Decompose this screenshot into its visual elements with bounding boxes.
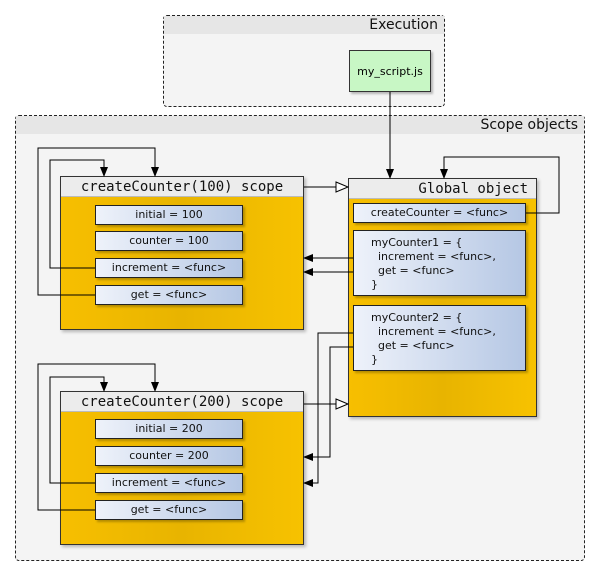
scope2-counter: counter = 200 xyxy=(95,446,243,466)
global-my-counter2: myCounter2 = { increment = <func>, get =… xyxy=(353,305,526,371)
scope-objects-group-label: Scope objects xyxy=(16,116,584,134)
scope2-get: get = <func> xyxy=(95,500,243,520)
scope1-initial: initial = 100 xyxy=(95,205,243,225)
create-counter-200-scope-title: createCounter(200) scope xyxy=(61,392,303,412)
global-create-counter: createCounter = <func> xyxy=(353,203,526,223)
scope2-initial: initial = 200 xyxy=(95,419,243,439)
execution-group-label: Execution xyxy=(164,16,444,34)
scope1-increment: increment = <func> xyxy=(95,258,243,278)
create-counter-100-scope: createCounter(100) scope xyxy=(60,176,304,330)
global-my-counter1: myCounter1 = { increment = <func>, get =… xyxy=(353,230,526,296)
global-object-title: Global object xyxy=(349,179,536,199)
scope1-counter: counter = 100 xyxy=(95,231,243,251)
scope2-increment: increment = <func> xyxy=(95,473,243,493)
create-counter-100-scope-title: createCounter(100) scope xyxy=(61,177,303,197)
scope1-get: get = <func> xyxy=(95,285,243,305)
my-script-box: my_script.js xyxy=(349,50,431,92)
create-counter-200-scope: createCounter(200) scope xyxy=(60,391,304,545)
